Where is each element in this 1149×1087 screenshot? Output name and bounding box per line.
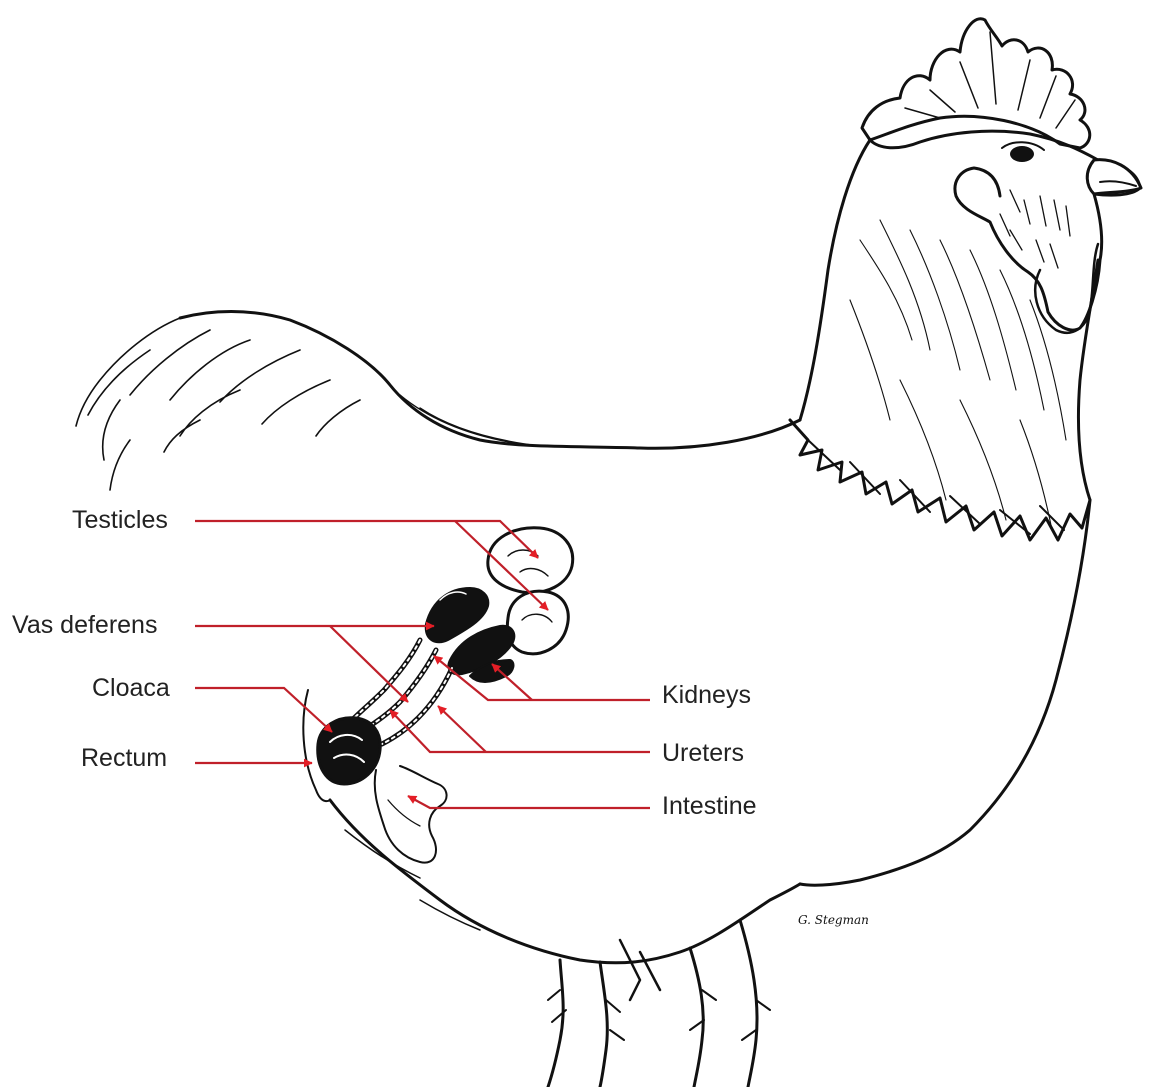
beak — [1087, 160, 1141, 194]
label-rectum: Rectum — [81, 743, 167, 773]
ureters-leader-lower — [438, 706, 486, 752]
vas-deferens-leader-lower — [330, 626, 408, 702]
intestine-coil — [375, 766, 447, 863]
cloaca-leader — [195, 688, 332, 732]
eye — [1010, 146, 1034, 162]
tail-feathers — [76, 318, 360, 490]
rooster-illustration — [76, 19, 1141, 1087]
ureters-leader-upper — [390, 710, 650, 752]
upper-testicle — [488, 528, 573, 593]
legs — [548, 920, 757, 1087]
leader-lines — [195, 521, 650, 808]
back — [180, 312, 800, 449]
label-kidneys: Kidneys — [662, 680, 751, 710]
label-intestine: Intestine — [662, 791, 757, 821]
neck-back — [800, 140, 870, 420]
artist-signature: G. Stegman — [798, 913, 869, 927]
label-ureters: Ureters — [662, 738, 744, 768]
label-vas-deferens: Vas deferens — [12, 610, 157, 640]
label-cloaca: Cloaca — [92, 673, 170, 703]
breast — [800, 500, 1090, 885]
label-testicles: Testicles — [72, 505, 168, 535]
reproductive-organs — [318, 528, 573, 863]
